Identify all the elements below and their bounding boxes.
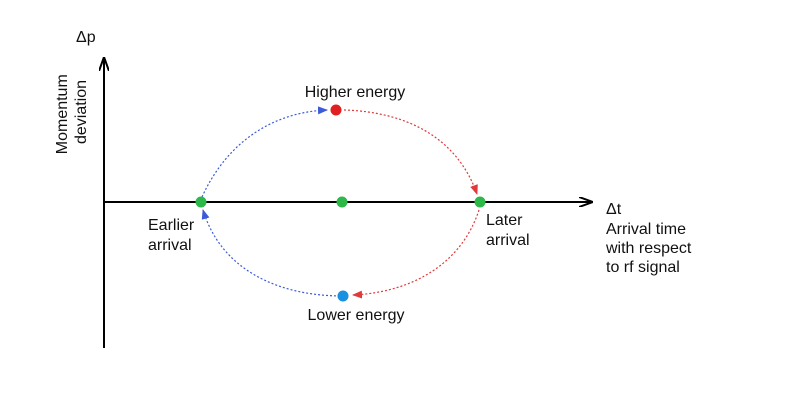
- trajectory-arc-left-top: [201, 106, 328, 198]
- trajectory-arc-right-bottom: [352, 209, 480, 299]
- y-axis-symbol: Δp: [76, 29, 96, 46]
- point-earlier-arrival: [195, 196, 207, 208]
- x-axis-label-line-3: to rf signal: [606, 259, 680, 276]
- point-lower-energy: [337, 290, 349, 302]
- y-axis-label-line-1: Momentum: [54, 74, 71, 154]
- label-earlier-line-1: Earlier: [148, 217, 195, 234]
- x-axis-label: Arrival time with respect to rf signal: [605, 221, 696, 276]
- label-earlier-line-2: arrival: [148, 237, 192, 254]
- label-higher-energy: Higher energy: [305, 84, 406, 101]
- point-later-arrival: [474, 196, 486, 208]
- trajectory-arc-top-right: [343, 109, 478, 195]
- x-axis-label-line-2: with respect: [605, 240, 692, 257]
- trajectory-arc-bottom-left: [201, 209, 341, 297]
- point-center: [336, 196, 348, 208]
- label-lower-energy: Lower energy: [308, 307, 405, 324]
- label-later-line-2: arrival: [486, 232, 530, 249]
- label-earlier-arrival: Earlier arrival: [148, 217, 199, 254]
- label-later-arrival: Later arrival: [486, 212, 530, 249]
- x-axis-label-line-1: Arrival time: [606, 221, 686, 238]
- y-axis-label-line-2: deviation: [73, 80, 90, 144]
- point-higher-energy: [330, 104, 342, 116]
- x-axis-symbol: Δt: [606, 201, 622, 218]
- y-axis-label: Momentum deviation: [54, 70, 90, 154]
- label-later-line-1: Later: [486, 212, 523, 229]
